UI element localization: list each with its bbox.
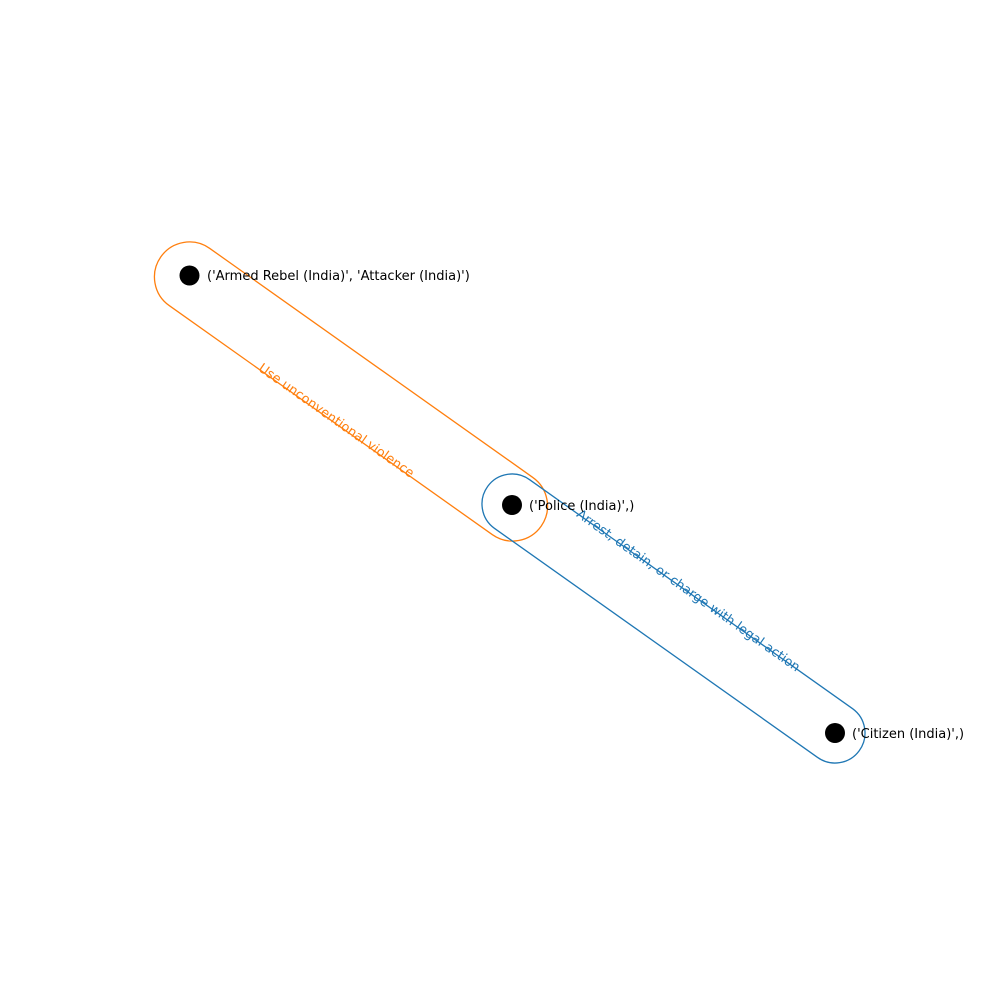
edge-arrest-label: Arrest, detain, or charge with legal act… xyxy=(573,507,802,675)
edge-violence: Use unconventional violence xyxy=(153,241,549,542)
node-police: ('Police (India)',) xyxy=(502,495,634,515)
edge-arrest-outline xyxy=(481,473,866,764)
node-armed-rebel-label: ('Armed Rebel (India)', 'Attacker (India… xyxy=(207,269,470,284)
edge-arrest: Arrest, detain, or charge with legal act… xyxy=(481,473,866,764)
node-armed-rebel-dot xyxy=(179,265,200,286)
node-police-dot xyxy=(502,495,522,515)
node-citizen-dot xyxy=(825,723,845,743)
node-citizen: ('Citizen (India)',) xyxy=(825,723,964,743)
node-citizen-label: ('Citizen (India)',) xyxy=(852,727,964,742)
node-police-label: ('Police (India)',) xyxy=(529,499,634,514)
node-armed-rebel: ('Armed Rebel (India)', 'Attacker (India… xyxy=(179,265,470,286)
edge-violence-outline xyxy=(153,241,549,542)
edge-violence-label: Use unconventional violence xyxy=(255,361,416,481)
